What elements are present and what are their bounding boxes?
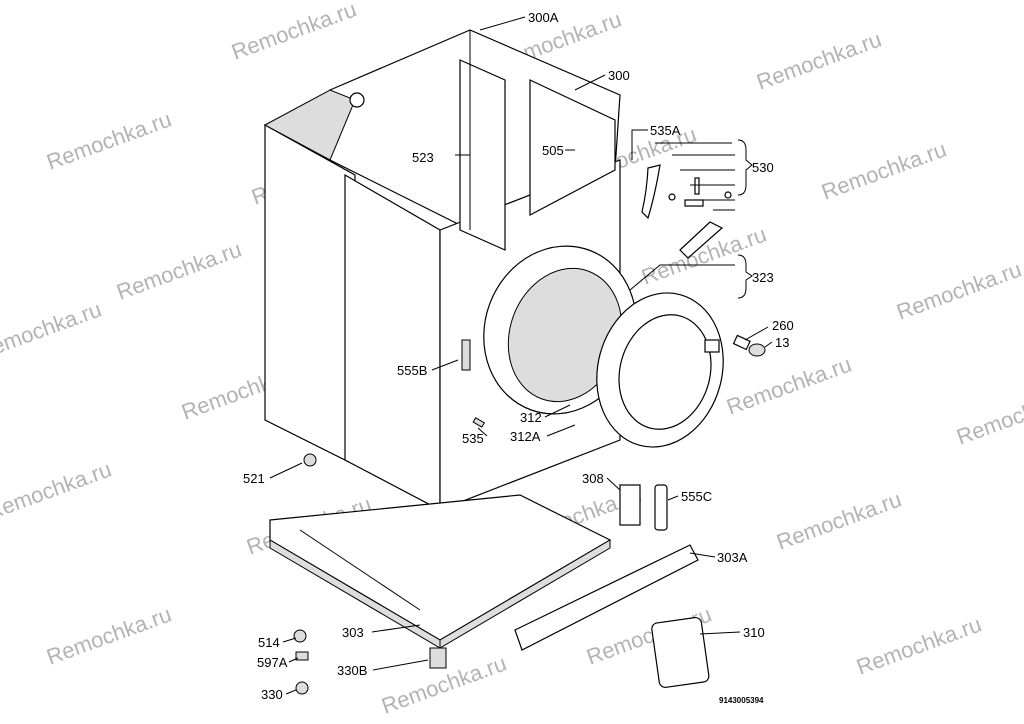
label-303a: 303A [717, 550, 748, 565]
watermark-text: Remochka.ru [113, 236, 245, 304]
base-frame [269, 494, 612, 649]
watermark-text: Remochka.ru [228, 0, 360, 65]
label-597a: 597A [257, 655, 288, 670]
label-535: 535 [462, 431, 484, 446]
label-521: 521 [243, 471, 265, 486]
document-number: 9143005394 [719, 696, 764, 705]
label-308: 308 [582, 471, 604, 486]
label-530: 530 [752, 160, 774, 175]
watermark-text: Remochka.ru [0, 296, 105, 364]
label-523: 523 [412, 150, 434, 165]
watermark-text: Remochka.ru [753, 26, 885, 94]
watermark-text: Remochka.ru [853, 611, 985, 679]
label-303: 303 [342, 625, 364, 640]
watermark-text: Remochka.ru [43, 601, 175, 669]
label-260: 260 [772, 318, 794, 333]
watermark-text: Remochka.ru [893, 256, 1024, 324]
label-514: 514 [258, 635, 280, 650]
screw-521 [303, 453, 317, 467]
watermark-text: Remochka.ru [953, 381, 1024, 449]
label-555c: 555C [681, 489, 712, 504]
label-312a: 312A [510, 429, 541, 444]
kickplate-part [514, 544, 699, 651]
watermark-text: Remochka.ru [818, 136, 950, 204]
label-13: 13 [775, 335, 789, 350]
label-555b: 555B [397, 363, 427, 378]
watermark-text: Remochka.ru [773, 486, 905, 554]
flap-part [651, 616, 710, 688]
hinge-part [619, 484, 641, 526]
spring-part [732, 334, 751, 351]
watermark-text: Remochka.ru [0, 456, 115, 524]
label-310: 310 [743, 625, 765, 640]
watermark-text: Remochka.ru [723, 351, 855, 419]
door-handle-kit [641, 164, 732, 259]
leader-lines [269, 16, 773, 695]
pin-part [748, 343, 766, 357]
pin-535 [472, 417, 486, 428]
label-535a: 535A [650, 123, 681, 138]
label-300: 300 [608, 68, 630, 83]
label-300a: 300A [528, 10, 559, 25]
label-330: 330 [261, 687, 283, 702]
watermark-text: Remochka.ru [43, 106, 175, 174]
screw-514 [293, 629, 307, 643]
label-330b: 330B [337, 663, 367, 678]
label-505: 505 [542, 143, 564, 158]
screw-330 [295, 681, 309, 695]
door-assembly [483, 245, 724, 448]
foot-330b [429, 647, 447, 669]
nut-597a [295, 651, 309, 661]
label-323: 323 [752, 270, 774, 285]
label-312: 312 [520, 410, 542, 425]
cover-part [654, 484, 668, 531]
